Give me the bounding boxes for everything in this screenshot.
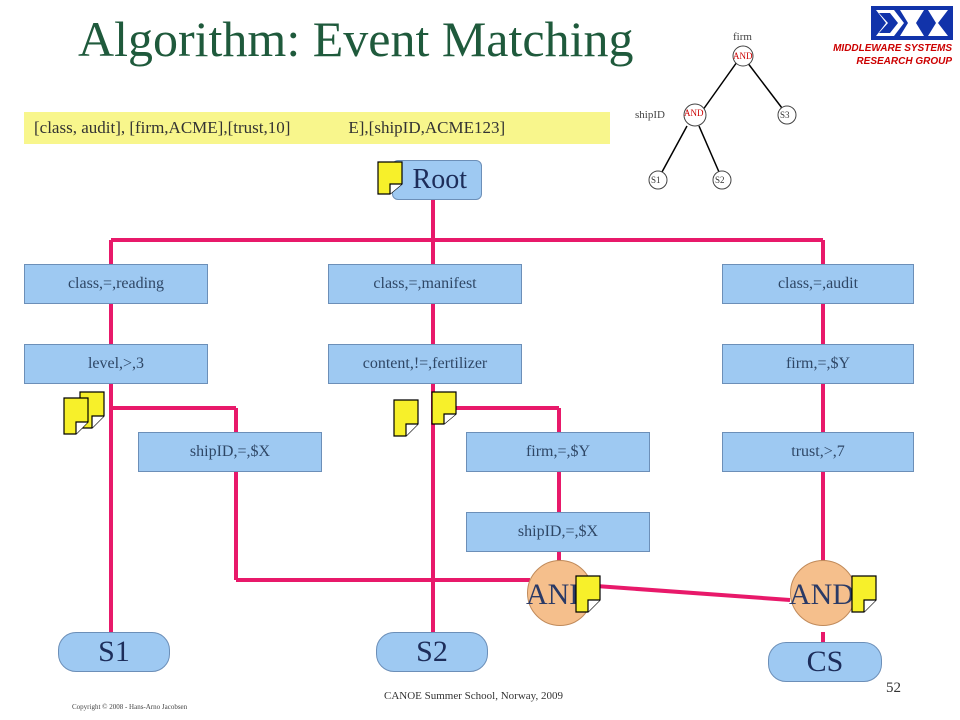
- node-shipid-x-middle: shipID,=,$X: [466, 512, 650, 552]
- middleware-logo-icon: [871, 6, 953, 40]
- node-firm-y-middle: firm,=,$Y: [466, 432, 650, 472]
- mini-s3: S3: [780, 110, 790, 120]
- subscription-s1: S1: [58, 632, 170, 672]
- logo-line-1: MIDDLEWARE SYSTEMS: [833, 43, 952, 54]
- note-icon-left-front: [63, 397, 89, 435]
- slide-title: Algorithm: Event Matching: [78, 11, 634, 67]
- logo-line-2: RESEARCH GROUP: [856, 56, 952, 67]
- mini-shipid-label: shipID: [635, 109, 665, 121]
- note-icon-middle-left: [393, 399, 419, 437]
- copyright-text: Copyright © 2008 - Hans-Arno Jacobsen: [72, 703, 188, 711]
- node-class-audit: class,=,audit: [722, 264, 914, 304]
- mini-firm-label: firm: [733, 31, 752, 43]
- subscription-cs: CS: [768, 642, 882, 682]
- event-box: [class, audit], [firm,ACME],[trust,10] E]…: [24, 112, 610, 144]
- node-class-manifest: class,=,manifest: [328, 264, 522, 304]
- and-label-right: AND: [789, 578, 854, 611]
- node-class-reading: class,=,reading: [24, 264, 208, 304]
- node-firm-y-right: firm,=,$Y: [722, 344, 914, 384]
- event-text-part2: E],[shipID,ACME123]: [348, 118, 506, 137]
- node-content-not-fertilizer: content,!=,fertilizer: [328, 344, 522, 384]
- mini-s2: S2: [715, 175, 725, 185]
- note-icon-and-middle: [575, 575, 601, 613]
- node-shipid-x-left: shipID,=,$X: [138, 432, 322, 472]
- node-trust-gt-7: trust,>,7: [722, 432, 914, 472]
- note-icon-middle-right: [431, 391, 457, 425]
- node-level-gt-3: level,>,3: [24, 344, 208, 384]
- logo-text: MIDDLEWARE SYSTEMS RESEARCH GROUP: [833, 42, 952, 68]
- root-node: Root: [392, 160, 482, 200]
- page-number: 52: [886, 680, 901, 696]
- mini-and-top: AND: [733, 51, 753, 61]
- note-icon-root: [377, 161, 403, 195]
- mini-s1: S1: [651, 175, 661, 185]
- footer-text: CANOE Summer School, Norway, 2009: [384, 690, 563, 702]
- note-icon-and-right: [851, 575, 877, 613]
- mini-and-left: AND: [684, 108, 704, 118]
- mini-tree: [648, 45, 797, 190]
- subscription-s2: S2: [376, 632, 488, 672]
- event-text-part1: [class, audit], [firm,ACME],[trust,10]: [34, 118, 291, 137]
